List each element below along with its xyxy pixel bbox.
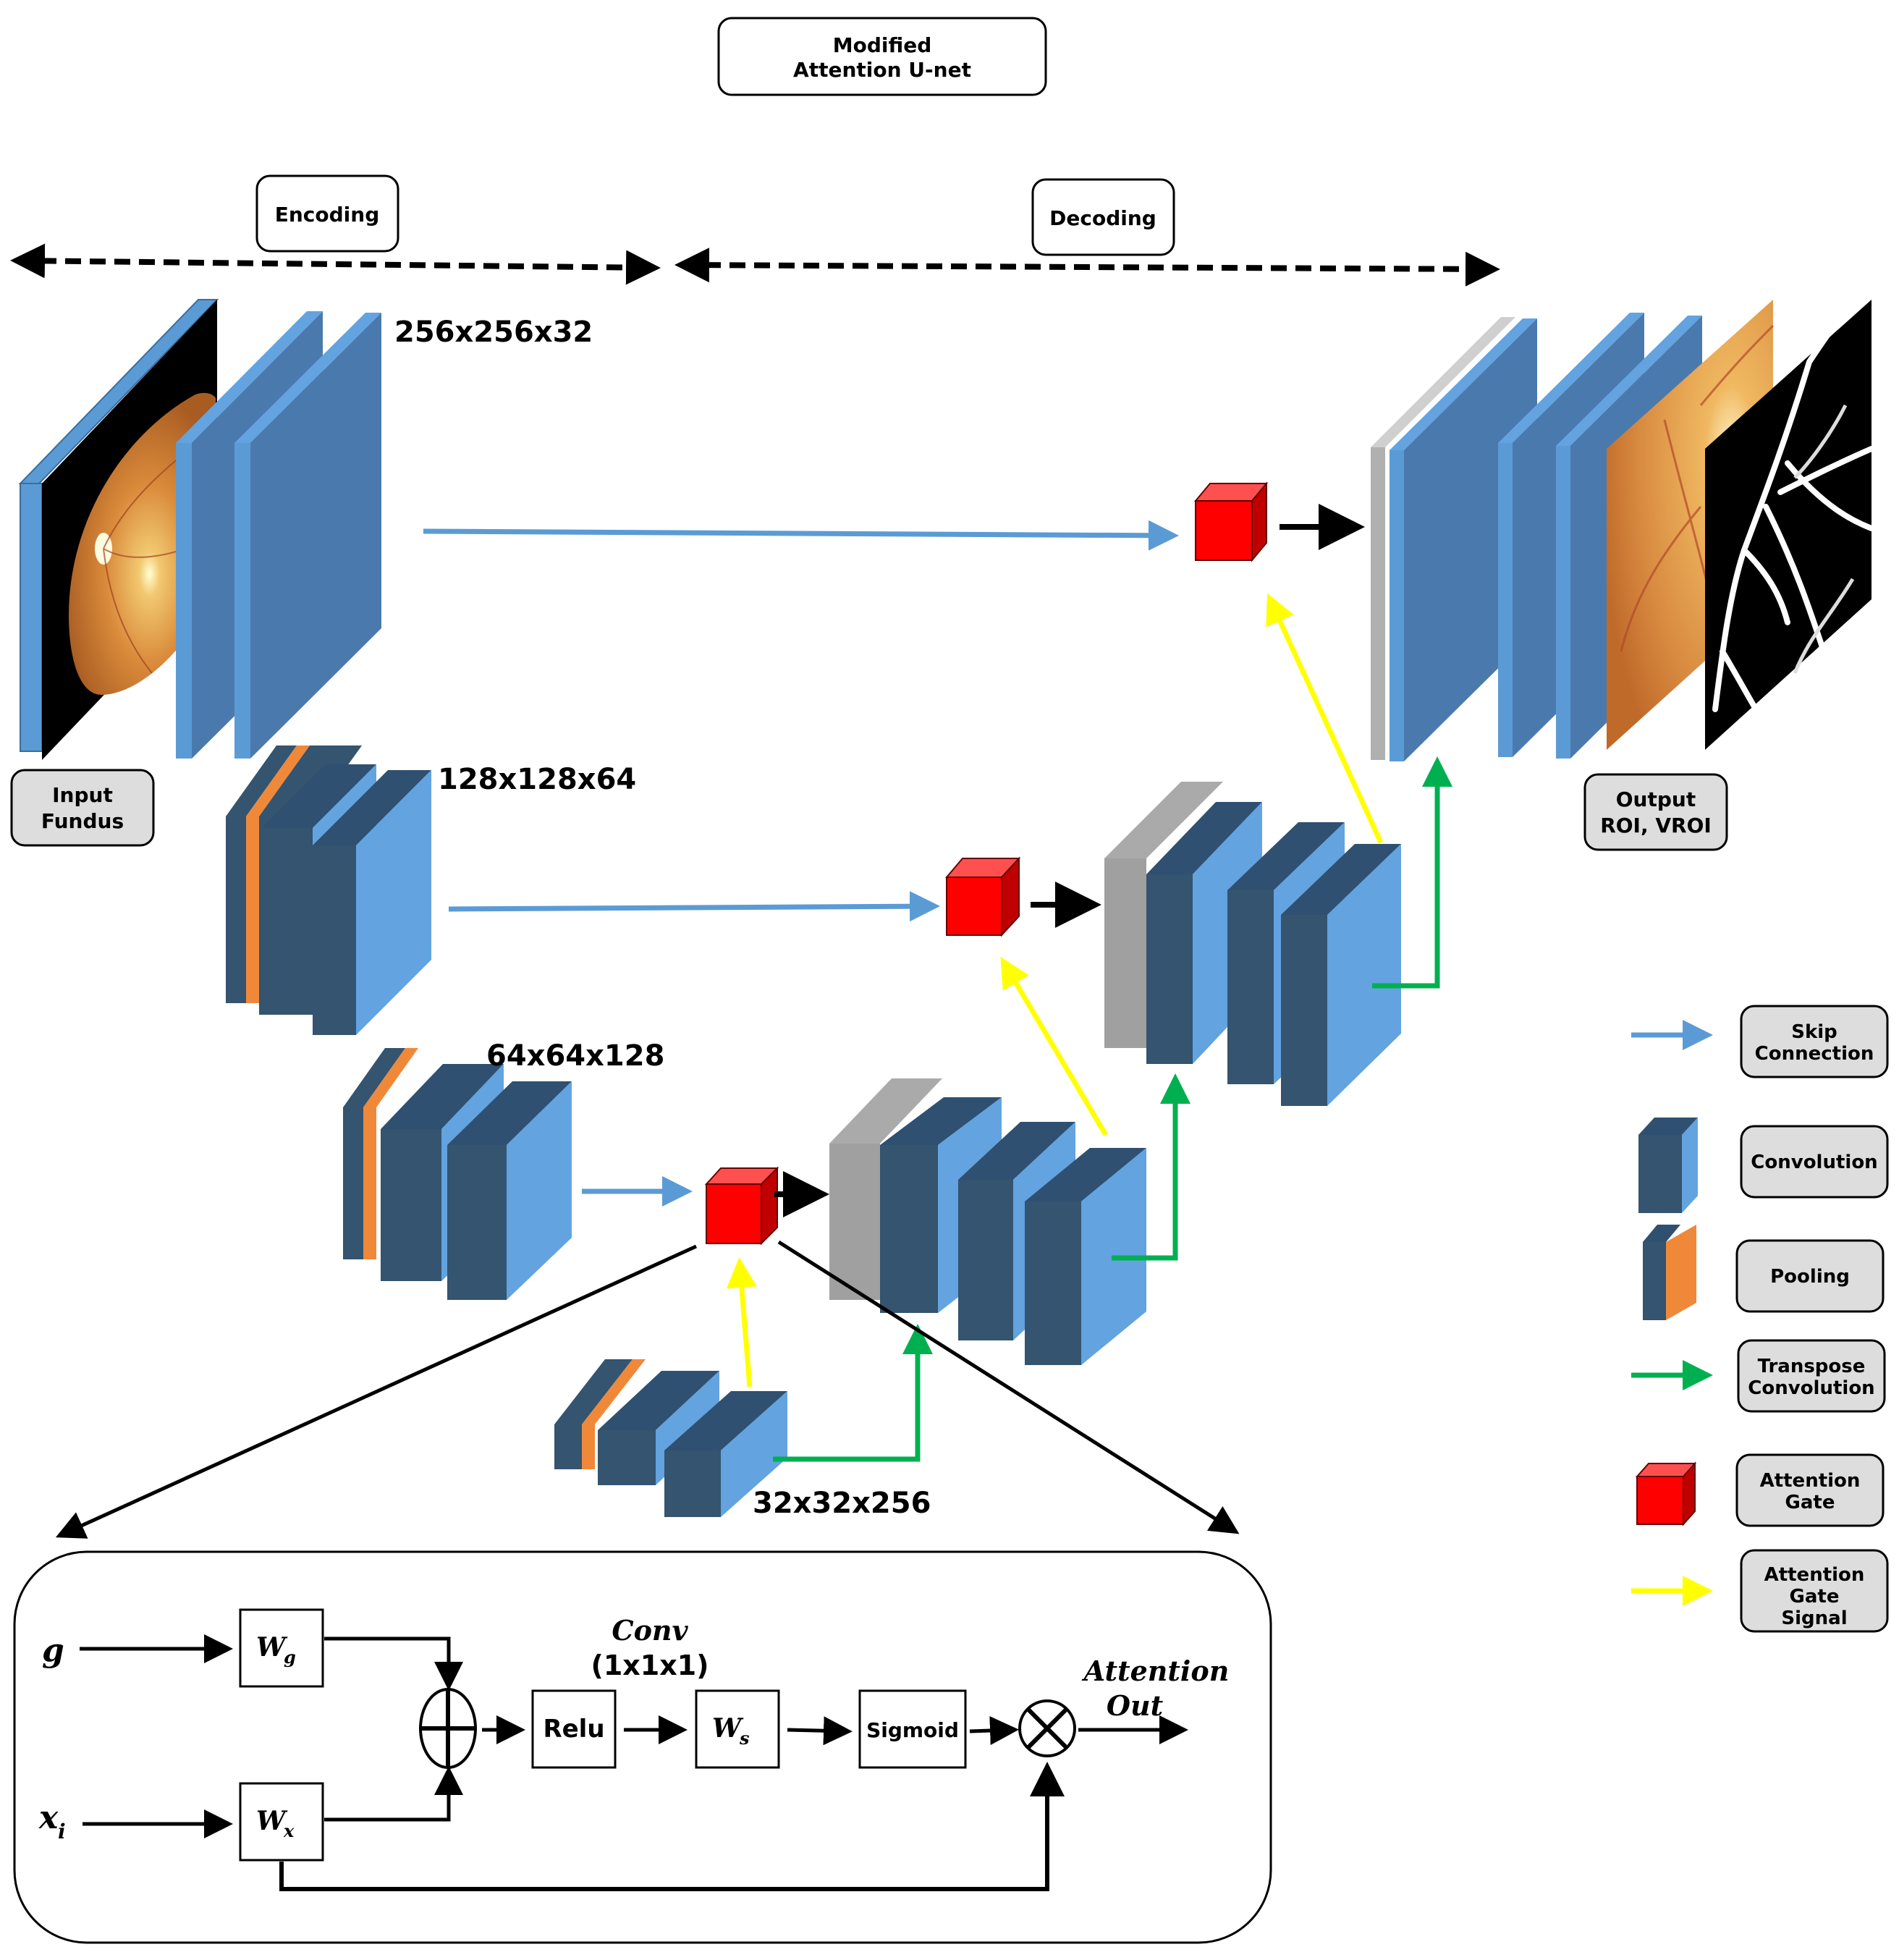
pool-block-l3 xyxy=(343,1048,418,1259)
title-box: Modified Attention U-net xyxy=(717,17,1047,96)
decoding-range-arrow xyxy=(674,248,1500,287)
input-label-line2: Fundus xyxy=(41,809,124,833)
svg-text:s: s xyxy=(739,1728,750,1749)
legend-skip: Skip Connection xyxy=(1631,1005,1889,1078)
conv-block-l2-b xyxy=(313,770,431,1035)
conv-note-line2: (1x1x1) xyxy=(591,1649,709,1681)
output-label-line1: Output xyxy=(1616,787,1696,811)
svg-text:Transpose: Transpose xyxy=(1758,1356,1866,1377)
wx-box: W x xyxy=(239,1782,324,1862)
conv-block-l1-b xyxy=(234,313,381,759)
conv-note-line1: Conv xyxy=(612,1614,688,1647)
svg-text:Sigmoid: Sigmoid xyxy=(866,1718,959,1742)
legend-gate-cube xyxy=(1635,1461,1697,1526)
zoom-line-left xyxy=(55,1244,698,1539)
encoding-range-arrow xyxy=(10,243,661,285)
output-label-line2: ROI, VROI xyxy=(1600,814,1712,837)
signal-arrow-l2 xyxy=(1000,956,1109,1136)
skip-arrow-l2 xyxy=(448,891,940,922)
sigmoid-box: Sigmoid xyxy=(858,1689,967,1769)
input-label-box: Input Fundus xyxy=(10,769,155,847)
conv-block-l4-b xyxy=(664,1391,787,1517)
dim-label-l2: 128x128x64 xyxy=(438,763,636,796)
legend-conv: Convolution xyxy=(1638,1118,1889,1213)
svg-text:Signal: Signal xyxy=(1781,1608,1847,1629)
skip-arrow-l1 xyxy=(423,520,1179,551)
decoding-label-box: Decoding xyxy=(1031,178,1175,256)
svg-text:Skip: Skip xyxy=(1791,1021,1837,1043)
input-label-line1: Input xyxy=(52,783,113,807)
svg-text:Connection: Connection xyxy=(1755,1043,1874,1065)
relu-box: Relu xyxy=(531,1689,617,1769)
svg-text:i: i xyxy=(58,1820,66,1843)
svg-text:W: W xyxy=(256,1806,288,1836)
encoding-label: Encoding xyxy=(275,203,380,227)
ws-to-sigmoid-arrow xyxy=(787,1716,853,1746)
zoom-line-right xyxy=(777,1240,1240,1534)
legend-signal: Attention Gate Signal xyxy=(1631,1549,1889,1633)
dim-label-l4: 32x32x256 xyxy=(753,1487,931,1520)
signal-arrow-l3 xyxy=(726,1257,757,1387)
legend-conv-cube xyxy=(1638,1118,1698,1213)
detail-g-label: g xyxy=(42,1632,64,1669)
attention-out-line2: Out xyxy=(1107,1689,1164,1722)
svg-text:Convolution: Convolution xyxy=(1748,1377,1874,1399)
svg-text:Pooling: Pooling xyxy=(1770,1266,1850,1288)
signal-arrow-l1 xyxy=(1266,593,1384,844)
multiply-node xyxy=(1018,1699,1076,1757)
attention-gate-detail-panel: g x i W g W x Relu Conv xyxy=(13,1550,1272,1944)
ws-box: W s xyxy=(695,1689,780,1769)
svg-text:Relu: Relu xyxy=(543,1715,604,1744)
output-label-box: Output ROI, VROI xyxy=(1583,773,1728,851)
wx-to-mult-line xyxy=(279,1762,1065,1891)
legend: Skip Connection Convolution Pooling xyxy=(1631,1005,1889,1633)
attention-gate-l1 xyxy=(1193,481,1269,562)
svg-text:Attention: Attention xyxy=(1764,1564,1865,1586)
dim-label-l1: 256x256x32 xyxy=(394,316,593,349)
legend-gate: Attention Gate xyxy=(1635,1453,1885,1527)
output-vroi-mask xyxy=(1705,300,1874,750)
attention-gate-l3 xyxy=(704,1166,779,1246)
title-line2: Attention U-net xyxy=(793,58,971,82)
pool-block-l4 xyxy=(554,1359,646,1469)
encoding-label-box: Encoding xyxy=(255,174,399,253)
wg-box: W g xyxy=(239,1608,324,1688)
legend-pool: Pooling xyxy=(1643,1225,1885,1320)
attention-gate-l2 xyxy=(944,856,1021,937)
svg-text:x: x xyxy=(38,1799,59,1836)
transpose-arrow-l2 xyxy=(1372,756,1452,989)
svg-text:Gate: Gate xyxy=(1785,1492,1835,1513)
detail-xi-label: x i xyxy=(38,1799,66,1843)
conv-block-l3-b xyxy=(447,1081,572,1300)
wg-to-sum-line xyxy=(324,1636,463,1691)
decoder-concat-l3 xyxy=(829,1078,942,1300)
decoder-concat-l1 xyxy=(1371,317,1515,760)
svg-text:Gate: Gate xyxy=(1790,1586,1840,1608)
wx-to-sum-line xyxy=(324,1766,463,1822)
sum-node xyxy=(419,1688,477,1769)
title-line1: Modified xyxy=(833,33,932,57)
svg-text:W: W xyxy=(256,1632,288,1663)
decoder-conv-l2-c xyxy=(1281,844,1401,1106)
svg-text:Convolution: Convolution xyxy=(1751,1152,1877,1173)
svg-text:W: W xyxy=(712,1713,744,1744)
svg-text:g: g xyxy=(284,1647,296,1668)
decoder-concat-l2 xyxy=(1104,782,1223,1048)
transpose-arrow-l4 xyxy=(773,1324,933,1462)
decoding-label: Decoding xyxy=(1049,206,1156,230)
svg-text:Attention: Attention xyxy=(1760,1470,1861,1492)
legend-transpose: Transpose Convolution xyxy=(1631,1339,1886,1413)
legend-pool-cube xyxy=(1643,1225,1696,1320)
svg-text:x: x xyxy=(283,1820,295,1841)
dim-label-l3: 64x64x128 xyxy=(486,1039,664,1073)
transpose-arrow-l3 xyxy=(1112,1073,1190,1261)
attention-out-line1: Attention xyxy=(1082,1655,1230,1687)
sigmoid-to-mult-arrow xyxy=(969,1716,1019,1746)
output-roi-image xyxy=(1607,300,1775,750)
